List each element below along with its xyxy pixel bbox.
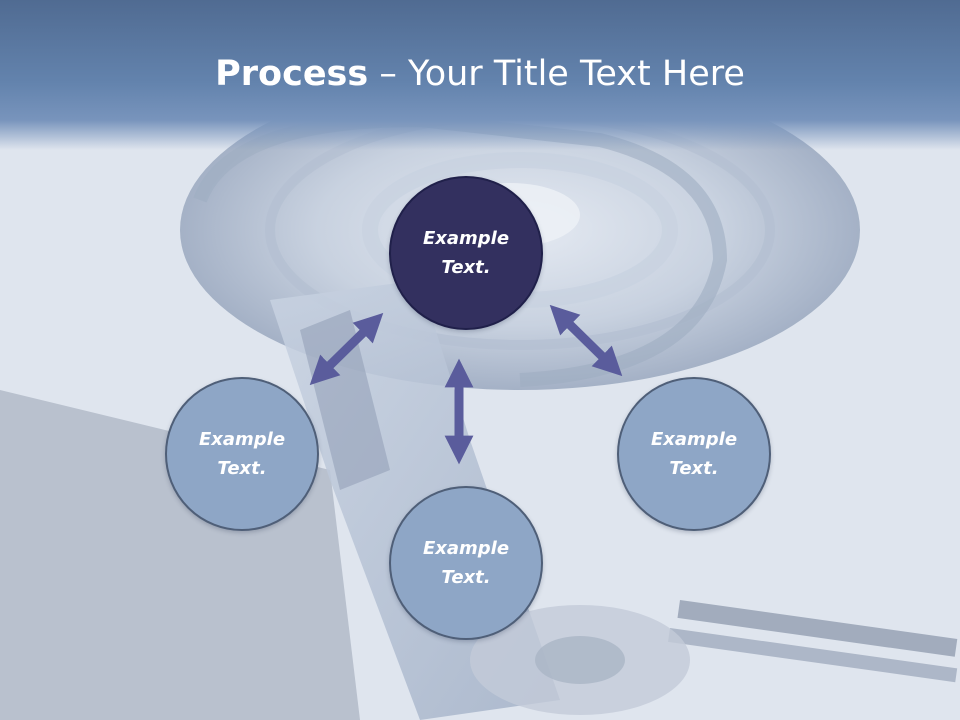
title-rest: Your Title Text Here bbox=[407, 54, 745, 94]
title-bold-part: Process bbox=[215, 54, 369, 94]
node-bottom: Example Text. bbox=[389, 486, 543, 640]
node-right: Example Text. bbox=[617, 377, 771, 531]
title-banner bbox=[0, 0, 960, 150]
node-right-line2: Text. bbox=[669, 458, 719, 479]
node-left-line2: Text. bbox=[217, 458, 267, 479]
node-bottom-line1: Example bbox=[422, 538, 510, 559]
node-top: Example Text. bbox=[389, 176, 543, 330]
node-top-line1: Example bbox=[422, 228, 510, 249]
node-bottom-line2: Text. bbox=[441, 567, 491, 588]
slide-title: Process – Your Title Text Here bbox=[0, 52, 960, 96]
node-left-line1: Example bbox=[198, 429, 286, 450]
node-left: Example Text. bbox=[165, 377, 319, 531]
title-dash: – bbox=[368, 54, 408, 94]
node-top-line2: Text. bbox=[441, 257, 491, 278]
node-right-line1: Example bbox=[650, 429, 738, 450]
